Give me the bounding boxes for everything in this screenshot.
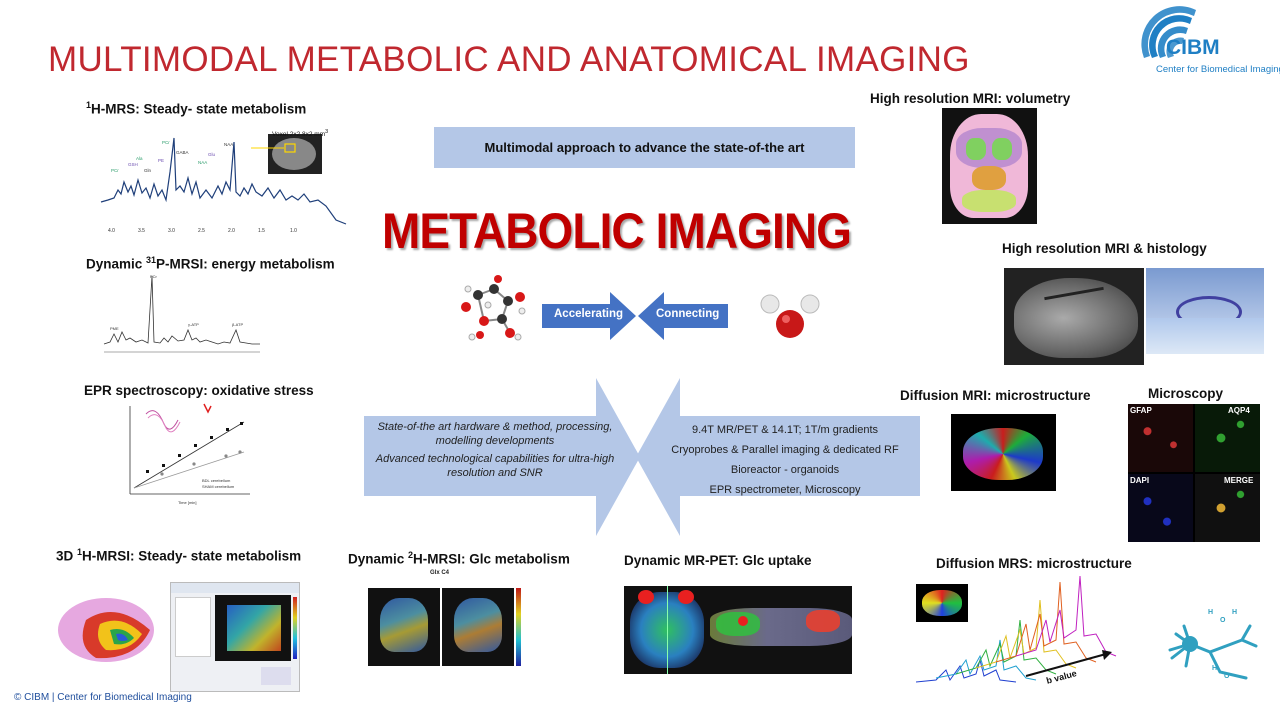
svg-text:1.5: 1.5 <box>258 228 265 234</box>
label-1h-mrs: 1H-MRS: Steady- state metabolism <box>86 100 307 117</box>
svg-text:PME: PME <box>110 326 119 331</box>
label-mr-pet: Dynamic MR-PET: Glc uptake <box>624 553 812 568</box>
logo-name: CIBM <box>1166 36 1220 59</box>
svg-text:NAA: NAA <box>224 142 233 147</box>
water-molecule-icon <box>758 290 820 344</box>
svg-text:3.0: 3.0 <box>168 228 175 234</box>
p-mrsi-spectrum-image: PME PCr γ-ATP β-ATP <box>100 272 270 364</box>
cibm-logo: CIBM Center for Biomedical Imaging <box>1130 6 1280 78</box>
capability-2: Cryoprobes & Parallel imaging & dedicate… <box>671 444 899 456</box>
glucose-molecule-icon <box>458 275 528 345</box>
svg-text:2.0: 2.0 <box>228 228 235 234</box>
capability-4: EPR spectrometer, Microscopy <box>709 484 861 496</box>
mr-pet-body-image <box>710 586 852 674</box>
label-microscopy: Microscopy <box>1148 386 1224 401</box>
svg-text:PE: PE <box>158 158 164 163</box>
svg-text:β-ATP: β-ATP <box>232 322 243 327</box>
label-3d-mrsi: 3D 1H-MRSI: Steady- state metabolism <box>56 547 302 564</box>
label-2h-mrsi: Dynamic 2H-MRSI: Glc metabolism <box>348 550 570 567</box>
svg-text:γ-ATP: γ-ATP <box>188 322 199 327</box>
histology-image <box>1146 268 1264 354</box>
label-volumetry: High resolution MRI: volumetry <box>870 91 1071 106</box>
glx-title: Glx C4 <box>430 570 450 576</box>
microscopy-image: GFAP AQP4 DAPI MERGE <box>1128 404 1260 542</box>
svg-text:1.0: 1.0 <box>290 228 297 234</box>
svg-text:2.5: 2.5 <box>198 228 205 234</box>
approach-diagram <box>362 376 922 538</box>
svg-text:O: O <box>1220 617 1226 624</box>
panel-aqp4: AQP4 <box>1228 406 1250 415</box>
label-histology: High resolution MRI & histology <box>1002 241 1207 256</box>
mri-sagittal-image <box>1004 268 1144 365</box>
svg-text:H: H <box>1232 609 1237 616</box>
capabilities-box: 9.4T MR/PET & 14.1T; 1T/m gradients Cryo… <box>654 420 916 500</box>
svg-text:O: O <box>1224 673 1230 680</box>
mr-pet-brain-image <box>624 586 710 674</box>
methods-box: State-of-the art hardware & method, proc… <box>364 420 626 480</box>
mrsi-software-screenshot <box>170 582 300 692</box>
diffusion-mri-image <box>951 414 1056 491</box>
label-diffusion-mri: Diffusion MRI: microstructure <box>900 388 1091 403</box>
svg-text:Glu: Glu <box>208 152 216 157</box>
page-title: MULTIMODAL METABOLIC AND ANATOMICAL IMAG… <box>48 40 970 79</box>
svg-text:Ala: Ala <box>136 156 143 161</box>
multimodal-banner: Multimodal approach to advance the state… <box>434 127 855 168</box>
panel-gfap: GFAP <box>1130 406 1152 415</box>
panel-dapi: DAPI <box>1130 476 1150 485</box>
svg-text:GABA: GABA <box>176 150 189 155</box>
methods-line-2: Advanced technological capabilities for … <box>375 453 615 479</box>
2h-mrsi-maps-image: Glx C4 <box>364 568 530 670</box>
3d-brain-image <box>56 590 160 670</box>
svg-text:4.0: 4.0 <box>108 228 115 234</box>
svg-text:Time [min]: Time [min] <box>178 500 197 505</box>
svg-text:SHAM cerebellum: SHAM cerebellum <box>202 484 235 489</box>
voxel-label: Voxel 2x2.8x2 mm3 <box>272 129 329 139</box>
svg-text:3.5: 3.5 <box>138 228 145 234</box>
svg-text:Gln: Gln <box>144 168 152 173</box>
svg-text:PCr: PCr <box>111 168 119 173</box>
panel-merge: MERGE <box>1224 476 1254 485</box>
svg-text:GSH: GSH <box>128 162 138 167</box>
logo-subtitle: Center for Biomedical Imaging <box>1156 64 1280 75</box>
accelerating-connecting-arrows: Accelerating Connecting <box>540 290 730 342</box>
volumetry-brain-image <box>942 108 1037 224</box>
svg-text:NAA: NAA <box>198 160 207 165</box>
methods-line-1: State-of-the art hardware & method, proc… <box>377 421 613 447</box>
svg-text:H: H <box>1212 665 1217 672</box>
svg-text:PCr: PCr <box>150 274 158 279</box>
label-epr: EPR spectroscopy: oxidative stress <box>84 383 314 398</box>
metabolic-imaging-headline: METABOLIC IMAGING <box>382 203 852 259</box>
svg-text:PCr: PCr <box>162 140 170 145</box>
diffusion-mrs-thumb <box>916 584 968 622</box>
label-31p-mrsi: Dynamic 31P-MRSI: energy metabolism <box>86 255 335 272</box>
diffusion-mrs-spectra-image <box>915 570 1136 690</box>
accelerating-label: Accelerating <box>554 308 624 320</box>
connecting-label: Connecting <box>656 308 720 320</box>
svg-text:BDL cerebellum: BDL cerebellum <box>202 478 231 483</box>
svg-text:H: H <box>1208 609 1213 616</box>
footer-copyright: © CIBM | Center for Biomedical Imaging <box>14 692 192 703</box>
label-diffusion-mrs: Diffusion MRS: microstructure <box>936 556 1132 571</box>
capability-3: Bioreactor - organoids <box>730 464 840 476</box>
capability-1: 9.4T MR/PET & 14.1T; 1T/m gradients <box>691 424 879 436</box>
